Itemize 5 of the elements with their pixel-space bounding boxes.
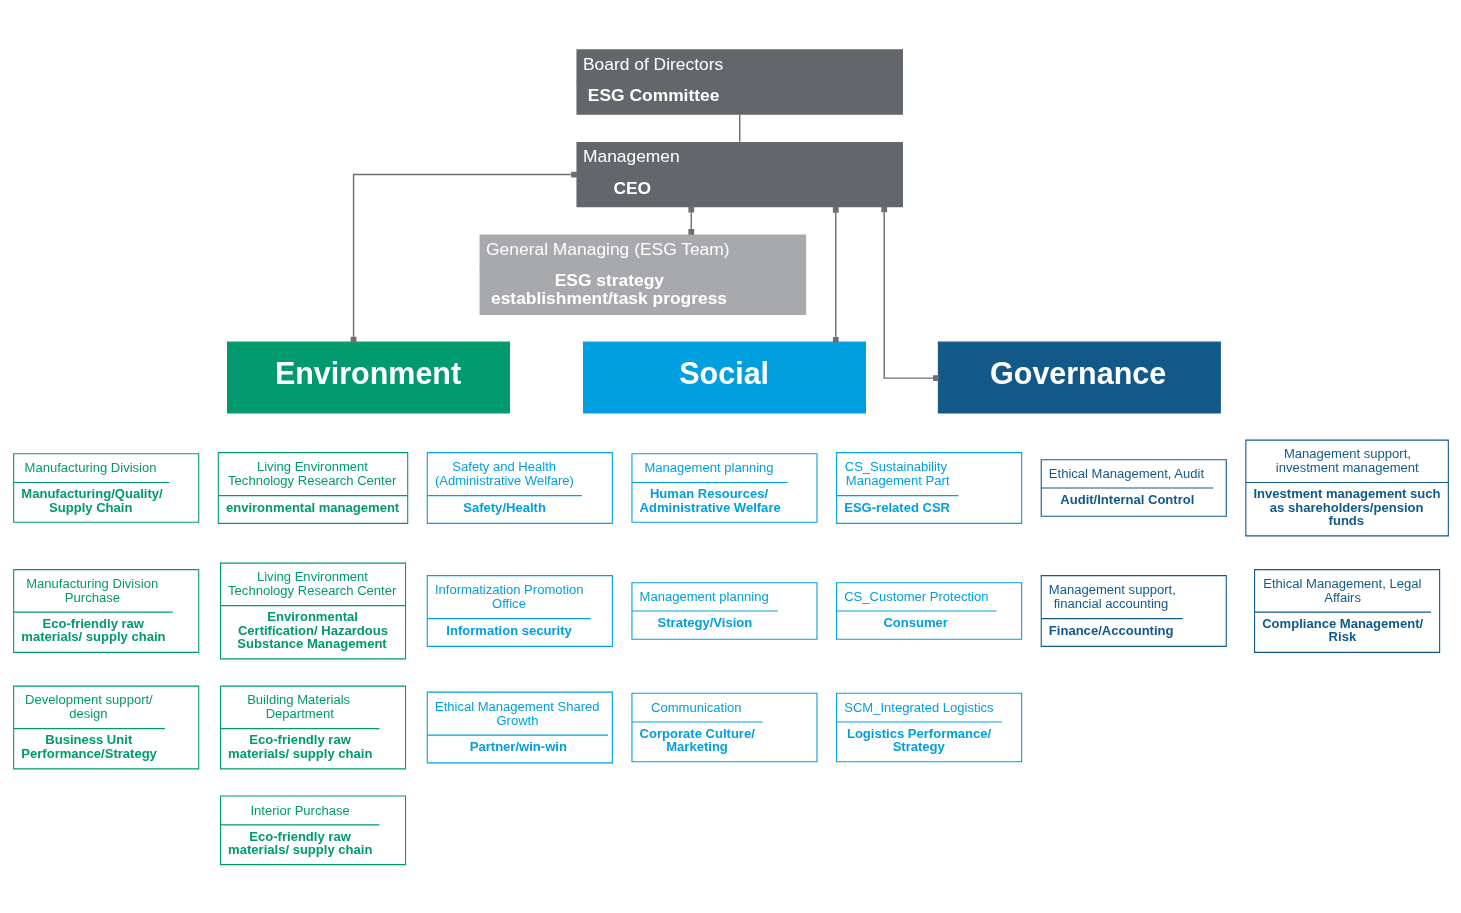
node-box: Social [582,341,866,413]
node-box: Environment [226,341,510,413]
connector [738,113,740,142]
connector [880,206,939,381]
node-box: Governance [937,341,1221,413]
